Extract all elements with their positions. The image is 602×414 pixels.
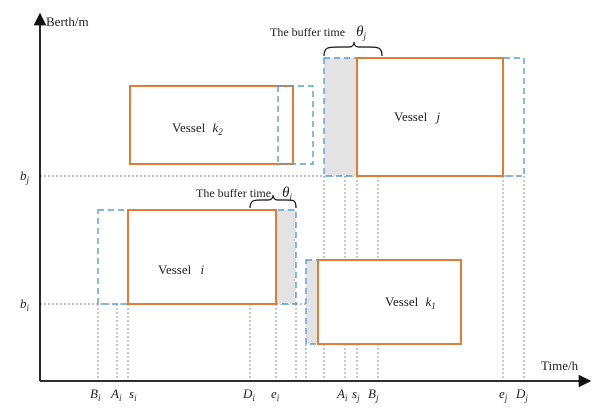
vessel-j-box <box>356 57 504 177</box>
x-tick-Bi: Bi <box>90 386 101 403</box>
buffer-shade-k1 <box>306 260 318 344</box>
buffer-brace-j <box>323 41 383 57</box>
vessel-i-box <box>127 209 277 305</box>
x-tick-Ai-2: Ai <box>336 386 348 403</box>
x-tick-ei: ei <box>271 386 280 403</box>
y-tick-bj: bj <box>20 168 30 185</box>
vessel-i-label: Vessel i <box>158 262 204 277</box>
x-tick-Dj: Dj <box>515 386 528 403</box>
vessel-j-label: Vessel j <box>394 109 440 124</box>
buffer-brace-i <box>249 194 297 209</box>
x-tick-Ai: Ai <box>110 386 122 403</box>
vessel-k2-label: Vessel k2 <box>172 120 223 137</box>
x-tick-ej: ej <box>499 386 508 403</box>
vessel-k2-box <box>129 85 294 165</box>
vessel-k2-buffer <box>277 85 314 165</box>
buffer-label-j: The buffer time θj <box>270 24 366 41</box>
y-axis-label: Berth/m <box>46 14 89 29</box>
x-tick-Di: Di <box>242 386 255 403</box>
x-tick-Bj: Bj <box>368 386 379 403</box>
vessel-k1-label: Vessel k1 <box>385 294 436 311</box>
x-tick-sj: sj <box>352 386 360 403</box>
x-axis-label: Time/h <box>541 358 579 373</box>
vessel-k1-box <box>317 259 462 345</box>
x-tick-si: si <box>129 386 137 403</box>
y-tick-bi: bi <box>20 296 30 313</box>
buffer-label-i: The buffer time θi <box>196 185 292 202</box>
